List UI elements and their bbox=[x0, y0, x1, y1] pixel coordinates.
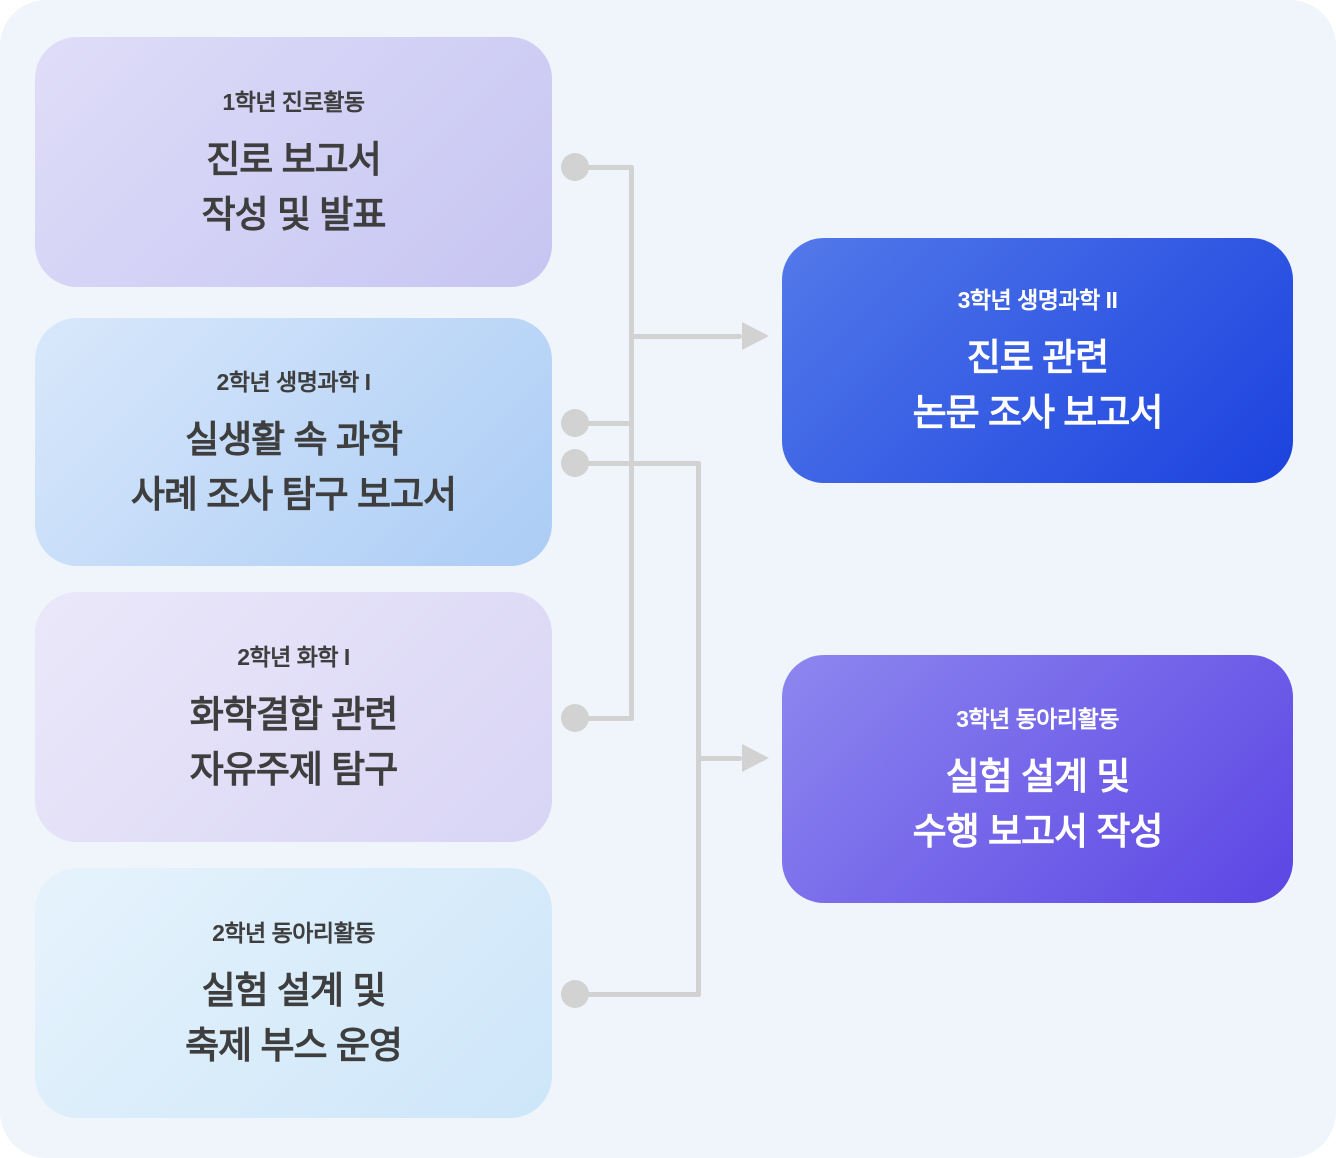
connector-arrow-shaft-club3 bbox=[698, 756, 742, 761]
card-title-line2: 논문 조사 보고서 bbox=[912, 392, 1164, 433]
connector-dot-grade2-biology1-a bbox=[561, 409, 589, 437]
card-grade2-biology1: 2학년 생명과학 I 실생활 속 과학 사례 조사 탐구 보고서 bbox=[35, 318, 552, 566]
card-subject-label: 3학년 생명과학 II bbox=[957, 287, 1118, 313]
card-title-line2: 사례 조사 탐구 보고서 bbox=[130, 473, 457, 515]
card-title-line1: 실생활 속 과학 bbox=[185, 418, 403, 460]
connector-stub-3 bbox=[575, 461, 701, 466]
connector-dot-grade1-career bbox=[561, 153, 589, 181]
card-subject-label: 2학년 동아리활동 bbox=[212, 919, 375, 946]
card-subject-label: 2학년 생명과학 I bbox=[216, 368, 371, 395]
card-title-line1: 실험 설계 및 bbox=[945, 755, 1131, 797]
connector-stub-5 bbox=[575, 992, 701, 997]
card-grade1-career: 1학년 진로활동 진로 보고서 작성 및 발표 bbox=[35, 37, 552, 287]
connector-dot-grade2-club bbox=[561, 980, 589, 1008]
card-subject-label: 2학년 화학 I bbox=[237, 643, 350, 670]
card-title-line2: 축제 부스 운영 bbox=[185, 1024, 403, 1066]
card-grade3-biology2: 3학년 생명과학 II 진로 관련 논문 조사 보고서 bbox=[782, 238, 1293, 483]
arrow-right-icon bbox=[742, 322, 769, 350]
card-title-line1: 화학결합 관련 bbox=[189, 693, 399, 735]
card-title-line1: 실험 설계 및 bbox=[201, 969, 387, 1011]
card-subject-label: 3학년 동아리활동 bbox=[956, 705, 1119, 732]
card-title-line2: 자유주제 탐구 bbox=[189, 748, 399, 790]
connector-stub-4 bbox=[575, 716, 634, 721]
connector-trunk-to-biology2 bbox=[629, 165, 634, 721]
card-title-line1: 진로 보고서 bbox=[206, 138, 381, 180]
card-title-line2: 작성 및 발표 bbox=[201, 193, 387, 235]
card-grade3-club: 3학년 동아리활동 실험 설계 및 수행 보고서 작성 bbox=[782, 655, 1293, 903]
connector-stub-2 bbox=[575, 421, 634, 426]
connector-arrow-shaft-biology2 bbox=[631, 334, 742, 339]
card-title-line1: 진로 관련 bbox=[966, 337, 1109, 378]
card-grade2-club: 2학년 동아리활동 실험 설계 및 축제 부스 운영 bbox=[35, 868, 552, 1118]
card-subject-label: 1학년 진로활동 bbox=[222, 88, 365, 115]
connector-stub-1 bbox=[575, 165, 634, 170]
arrow-right-icon bbox=[742, 744, 769, 772]
connector-dot-grade2-chemistry1 bbox=[561, 704, 589, 732]
connector-trunk-to-club3 bbox=[696, 461, 701, 997]
connector-dot-grade2-biology1-b bbox=[561, 449, 589, 477]
card-grade2-chemistry1: 2학년 화학 I 화학결합 관련 자유주제 탐구 bbox=[35, 592, 552, 842]
card-title-line2: 수행 보고서 작성 bbox=[912, 810, 1164, 852]
